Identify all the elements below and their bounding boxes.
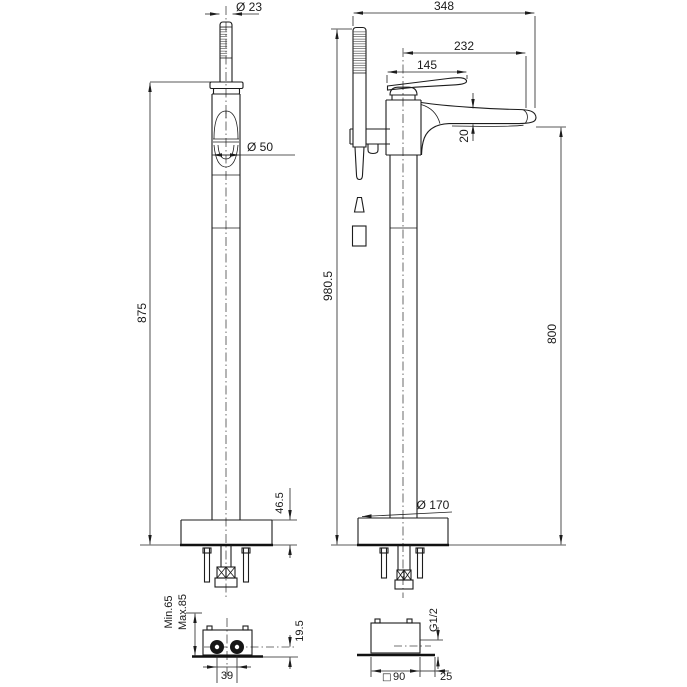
handshower-side xyxy=(352,26,367,181)
handshower-rod xyxy=(219,21,233,82)
dim-base-height: 46.5 xyxy=(274,488,292,558)
rough-in-box-side: G1/2 □ 90 25 xyxy=(357,608,452,683)
dim-spout-thickness: 20 xyxy=(457,93,475,143)
embed-depth-max-label: Max.85 xyxy=(177,594,189,630)
column-side xyxy=(389,155,418,518)
inlet-spacing-label: 39 xyxy=(221,670,233,682)
handshower-outlet xyxy=(354,146,365,181)
total-height-label: 875 xyxy=(135,303,149,323)
box-width-square-symbol: □ xyxy=(382,672,391,683)
dim-column-diameter: Ø 50 xyxy=(212,140,295,157)
box-width-label: 90 xyxy=(393,671,405,683)
inlet-depth-label: 19.5 xyxy=(294,620,306,641)
dim-thread: G1/2 xyxy=(428,608,440,669)
dim-edge-offset: 25 xyxy=(420,657,452,683)
knurl-texture xyxy=(220,27,228,58)
dim-box-width: □ 90 xyxy=(370,657,421,683)
handle-side xyxy=(386,77,468,100)
handle-length-label: 145 xyxy=(417,58,437,72)
hose-elbow xyxy=(367,144,379,155)
dim-spout-height: 800 xyxy=(536,126,566,545)
spout-height-label: 800 xyxy=(545,324,559,344)
handshower-front xyxy=(219,21,233,82)
dim-overall-height: 980.5 xyxy=(321,28,352,545)
faucet-head-front xyxy=(209,81,244,168)
dim-inlet-depth: 19.5 xyxy=(263,620,306,669)
rough-in-box-front: Min.65 Max.85 19.5 39 xyxy=(163,594,306,683)
overall-depth-label: 348 xyxy=(434,0,454,13)
knurl-texture xyxy=(353,30,366,71)
base-height-label: 46.5 xyxy=(274,492,286,513)
hose-side xyxy=(351,196,367,247)
floor-connectors-side xyxy=(379,545,425,590)
spout-side xyxy=(420,101,537,156)
base-front xyxy=(140,519,297,547)
handle-lever xyxy=(386,77,468,91)
thread-size-label: G1/2 xyxy=(428,608,440,632)
embed-depth-min-label: Min.65 xyxy=(163,595,175,628)
front-view: Ø 23 Ø 50 xyxy=(135,0,306,683)
dim-base-diameter: Ø 170 xyxy=(361,498,453,518)
hose-nut xyxy=(394,579,414,590)
floor-connectors-front xyxy=(202,545,251,588)
base-diameter-label: Ø 170 xyxy=(417,498,450,512)
side-view: 348 232 145 xyxy=(321,0,566,683)
dim-embed-depth: Min.65 Max.85 xyxy=(163,594,202,656)
spout-reach-label: 232 xyxy=(454,39,474,53)
hose-nut xyxy=(214,577,238,588)
body-side xyxy=(385,99,422,156)
edge-offset-label: 25 xyxy=(440,671,452,683)
hose-weight xyxy=(351,225,367,247)
top-flange xyxy=(209,81,244,90)
rough-in-body-side xyxy=(370,622,421,654)
dim-overall-depth: 348 xyxy=(352,0,536,108)
overall-height-label: 980.5 xyxy=(321,271,335,301)
dim-inlet-spacing: 39 xyxy=(203,655,251,683)
column-diameter-label: Ø 50 xyxy=(247,140,273,154)
spout-thickness-label: 20 xyxy=(457,129,471,143)
base-side xyxy=(331,517,566,547)
column-front xyxy=(211,94,241,520)
handshower-diameter-label: Ø 23 xyxy=(236,0,262,14)
dim-handshower-diameter: Ø 23 xyxy=(205,0,262,16)
dim-handle-length: 145 xyxy=(386,58,468,83)
rough-in-body xyxy=(202,629,253,656)
dim-total-height: 875 xyxy=(135,81,213,545)
dim-spout-reach: 232 xyxy=(403,39,527,108)
